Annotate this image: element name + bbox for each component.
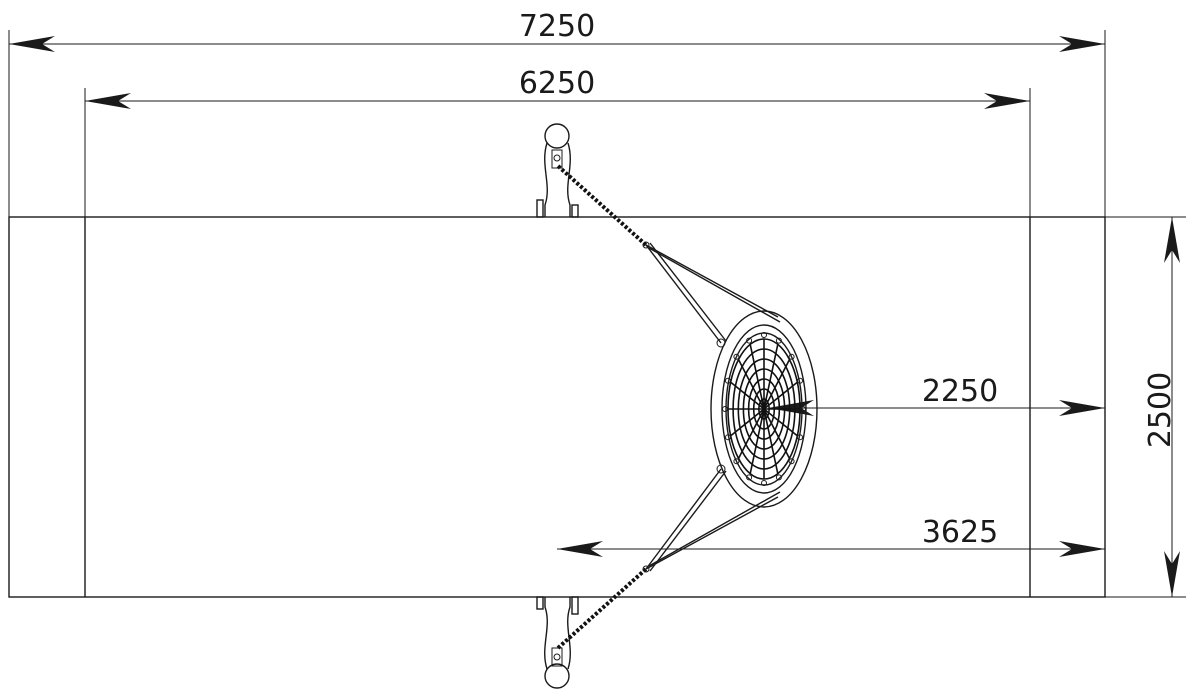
top-suspension <box>556 164 781 348</box>
dimension-label-2250: 2250 <box>922 374 998 409</box>
dimension-inner-length: 6250 <box>85 66 1030 109</box>
dimension-overall-length: 7250 <box>9 9 1105 52</box>
top-post <box>536 123 579 218</box>
arrowhead-right <box>1059 400 1105 416</box>
extension-lines <box>8 30 1186 598</box>
nest-swing-seat <box>710 310 818 508</box>
dimension-width: 2500 <box>1143 217 1180 597</box>
bottom-post <box>536 596 579 689</box>
dimension-label-6250: 6250 <box>519 66 595 101</box>
dimension-label-7250: 7250 <box>519 9 595 44</box>
arrowhead-right <box>984 93 1030 109</box>
bottom-suspension <box>556 464 781 650</box>
dimension-nest-to-edge: 2250 <box>768 374 1105 416</box>
arrowhead-left <box>85 93 131 109</box>
nest-web <box>722 332 806 486</box>
arrowhead-left <box>9 36 55 52</box>
dimension-center-to-edge: 3625 <box>557 515 1105 557</box>
arrowhead-right <box>1059 36 1105 52</box>
arrowhead-top <box>1164 217 1180 263</box>
arrowhead-left <box>557 541 603 557</box>
dimension-label-3625: 3625 <box>922 515 998 550</box>
dimension-label-2500: 2500 <box>1143 372 1178 448</box>
arrowhead-right <box>1059 541 1105 557</box>
safety-area-outline <box>8 216 1106 598</box>
arrowhead-bottom <box>1164 551 1180 597</box>
